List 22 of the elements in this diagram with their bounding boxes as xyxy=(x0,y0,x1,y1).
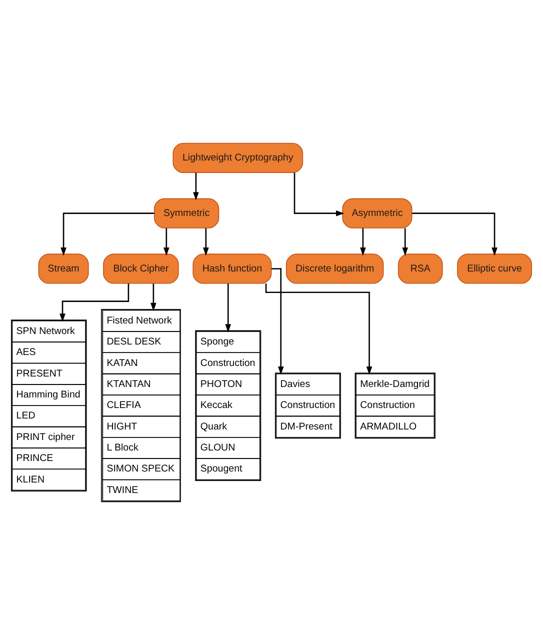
arrow xyxy=(193,172,199,200)
node-box: Hash function xyxy=(192,253,272,284)
arrow xyxy=(265,283,372,374)
node-box: Lightweight Cryptography xyxy=(172,142,304,172)
arrow xyxy=(163,228,170,256)
node-box: Block Cipher xyxy=(103,253,179,284)
arrow xyxy=(60,212,154,256)
node-box: Asymmetric xyxy=(342,198,412,228)
arrow xyxy=(203,228,209,256)
node-box: Symmetric xyxy=(154,198,220,228)
arrow xyxy=(412,212,498,256)
arrow xyxy=(271,268,284,374)
arrow xyxy=(225,283,232,332)
arrow xyxy=(150,283,156,311)
node-box: Discrete logarithm xyxy=(286,253,384,284)
arrow xyxy=(360,228,366,256)
node-box: Elliptic curve xyxy=(457,253,532,284)
arrow xyxy=(402,228,408,256)
arrow xyxy=(60,283,130,322)
arrow xyxy=(294,172,344,216)
node-box: RSA xyxy=(398,253,443,284)
node-box: Stream xyxy=(38,253,89,284)
